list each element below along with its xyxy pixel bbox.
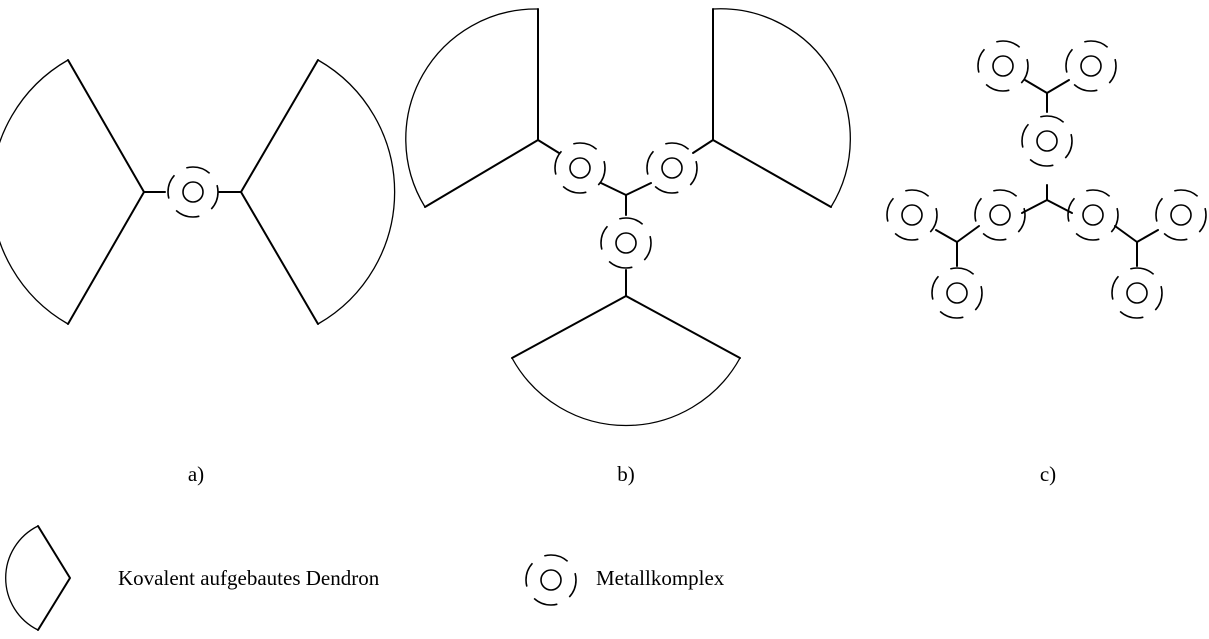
metal-complex: [1021, 115, 1073, 167]
panel-c-diagram: [886, 40, 1207, 319]
metal-complex: [554, 142, 606, 194]
dendron-left: [0, 59, 145, 325]
legend-complex-label: Metallkomplex: [596, 566, 725, 590]
dendron-upper-right: [712, 8, 851, 208]
metal-complex: [886, 189, 938, 241]
metal-complex: [931, 267, 983, 319]
bond: [600, 182, 627, 196]
dendron-right: [240, 59, 396, 325]
metal-complex: [977, 40, 1029, 92]
metal-complex: [167, 166, 219, 218]
dendron-bottom: [511, 295, 741, 427]
dendron-upper-left: [405, 8, 539, 208]
bond: [692, 139, 714, 154]
metal-complex: [1065, 40, 1117, 92]
legend-complex-icon: [525, 554, 577, 606]
panel-a-diagram: [0, 59, 396, 325]
legend-dendron-label: Kovalent aufgebautes Dendron: [118, 566, 380, 590]
metal-complex: [1155, 189, 1207, 241]
metal-complex: [1067, 189, 1119, 241]
panel-b-diagram: [405, 8, 851, 427]
panel-b-caption: b): [617, 462, 635, 486]
panel-c-caption: c): [1040, 462, 1056, 486]
bond: [625, 182, 652, 196]
panel-a-caption: a): [188, 462, 204, 486]
bond: [537, 139, 560, 154]
metal-complex: [600, 217, 652, 269]
legend-dendron-icon: [5, 525, 71, 631]
metal-complex: [646, 142, 698, 194]
legend: Kovalent aufgebautes Dendron Metallkompl…: [5, 525, 725, 631]
metal-complex: [974, 189, 1026, 241]
metal-complex: [1111, 267, 1163, 319]
panel-c-bonds: [935, 79, 1159, 267]
